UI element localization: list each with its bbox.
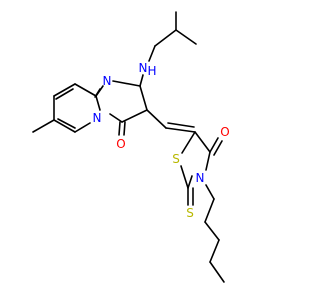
thiazolidine-nitrogen-label: N xyxy=(196,171,205,185)
thiazolidine-sulfur-label: S xyxy=(172,152,180,166)
pyrimidinone-oxygen-label: O xyxy=(116,137,125,151)
bond xyxy=(74,83,97,97)
atom-labels: N H N N O S O N S xyxy=(93,61,230,220)
bond xyxy=(194,131,211,153)
bond xyxy=(209,261,225,283)
bond xyxy=(181,131,196,154)
bond xyxy=(118,121,121,136)
amine-nitrogen-label: N xyxy=(139,61,148,75)
bond xyxy=(204,198,215,223)
bond xyxy=(146,109,167,129)
bond xyxy=(139,85,148,111)
bond xyxy=(205,151,211,171)
bond xyxy=(148,45,156,62)
bond xyxy=(204,221,220,241)
ring-nitrogen-upper-label: N xyxy=(103,74,112,88)
bond xyxy=(109,113,123,123)
bond xyxy=(180,165,189,189)
bond xyxy=(53,83,76,97)
bond xyxy=(213,140,223,156)
amine-hydrogen-label: H xyxy=(147,64,156,78)
bond xyxy=(209,239,220,263)
bond xyxy=(205,184,215,200)
bond xyxy=(139,74,144,87)
bond xyxy=(154,29,177,47)
bond xyxy=(95,95,101,111)
bond xyxy=(209,137,219,153)
bond xyxy=(55,88,74,100)
bond xyxy=(187,175,193,189)
bond xyxy=(53,119,76,133)
bond xyxy=(165,127,196,133)
bond xyxy=(121,109,148,123)
bond xyxy=(175,29,197,45)
bond xyxy=(167,122,195,128)
ring-nitrogen-bridge-label: N xyxy=(93,111,102,125)
bond xyxy=(32,119,55,133)
bond xyxy=(74,122,91,133)
molecule-structure-diagram: N H N N O S O N S xyxy=(32,11,230,283)
bond xyxy=(123,121,126,136)
bond-skeleton xyxy=(32,11,225,283)
bond xyxy=(112,80,141,87)
thiazolidinone-oxygen-label: O xyxy=(220,125,229,139)
bond xyxy=(57,118,76,129)
thione-sulfur-label: S xyxy=(186,206,194,220)
